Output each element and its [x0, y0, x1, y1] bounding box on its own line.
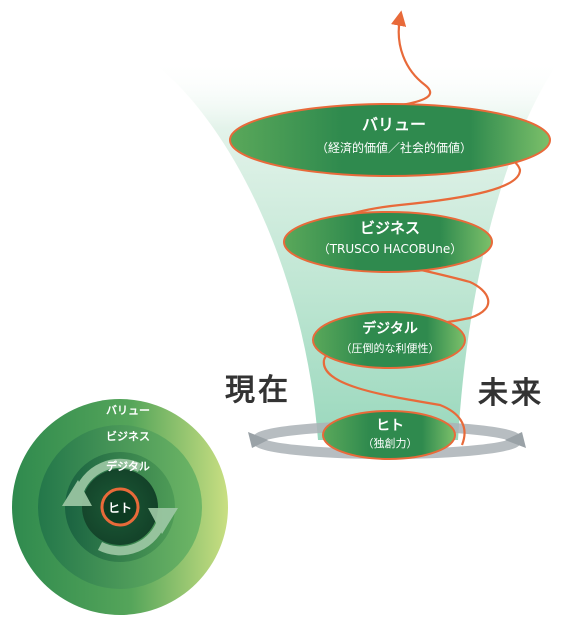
level-subtitle: （圧倒的な利便性）: [341, 341, 440, 355]
level-subtitle: （TRUSCO HACOBUne）: [318, 242, 463, 256]
concentric-rings: ヒト バリュー ビジネス デジタル: [12, 399, 228, 615]
ring-label: デジタル: [106, 459, 150, 473]
timeline-label-present: 現在: [225, 373, 291, 408]
level-business: ビジネス （TRUSCO HACOBUne）: [283, 211, 493, 273]
level-title: ビジネス: [360, 219, 420, 237]
ring-label: ビジネス: [106, 429, 150, 443]
level-title: デジタル: [362, 320, 418, 337]
timeline-label-future: 未来: [478, 376, 544, 411]
circular-arrows-icon: [62, 458, 178, 556]
level-subtitle: （経済的価値／社会的価値）: [316, 140, 472, 155]
level-title: バリュー: [362, 115, 426, 134]
ring-label: バリュー: [106, 404, 150, 417]
level-value: バリュー （経済的価値／社会的価値）: [229, 103, 551, 177]
ring-label: ヒト: [108, 501, 132, 515]
level-subtitle: （独創力）: [363, 436, 418, 450]
level-digital: デジタル （圧倒的な利便性）: [312, 311, 466, 369]
level-people: ヒト （独創力）: [322, 410, 456, 460]
level-title: ヒト: [376, 418, 404, 434]
